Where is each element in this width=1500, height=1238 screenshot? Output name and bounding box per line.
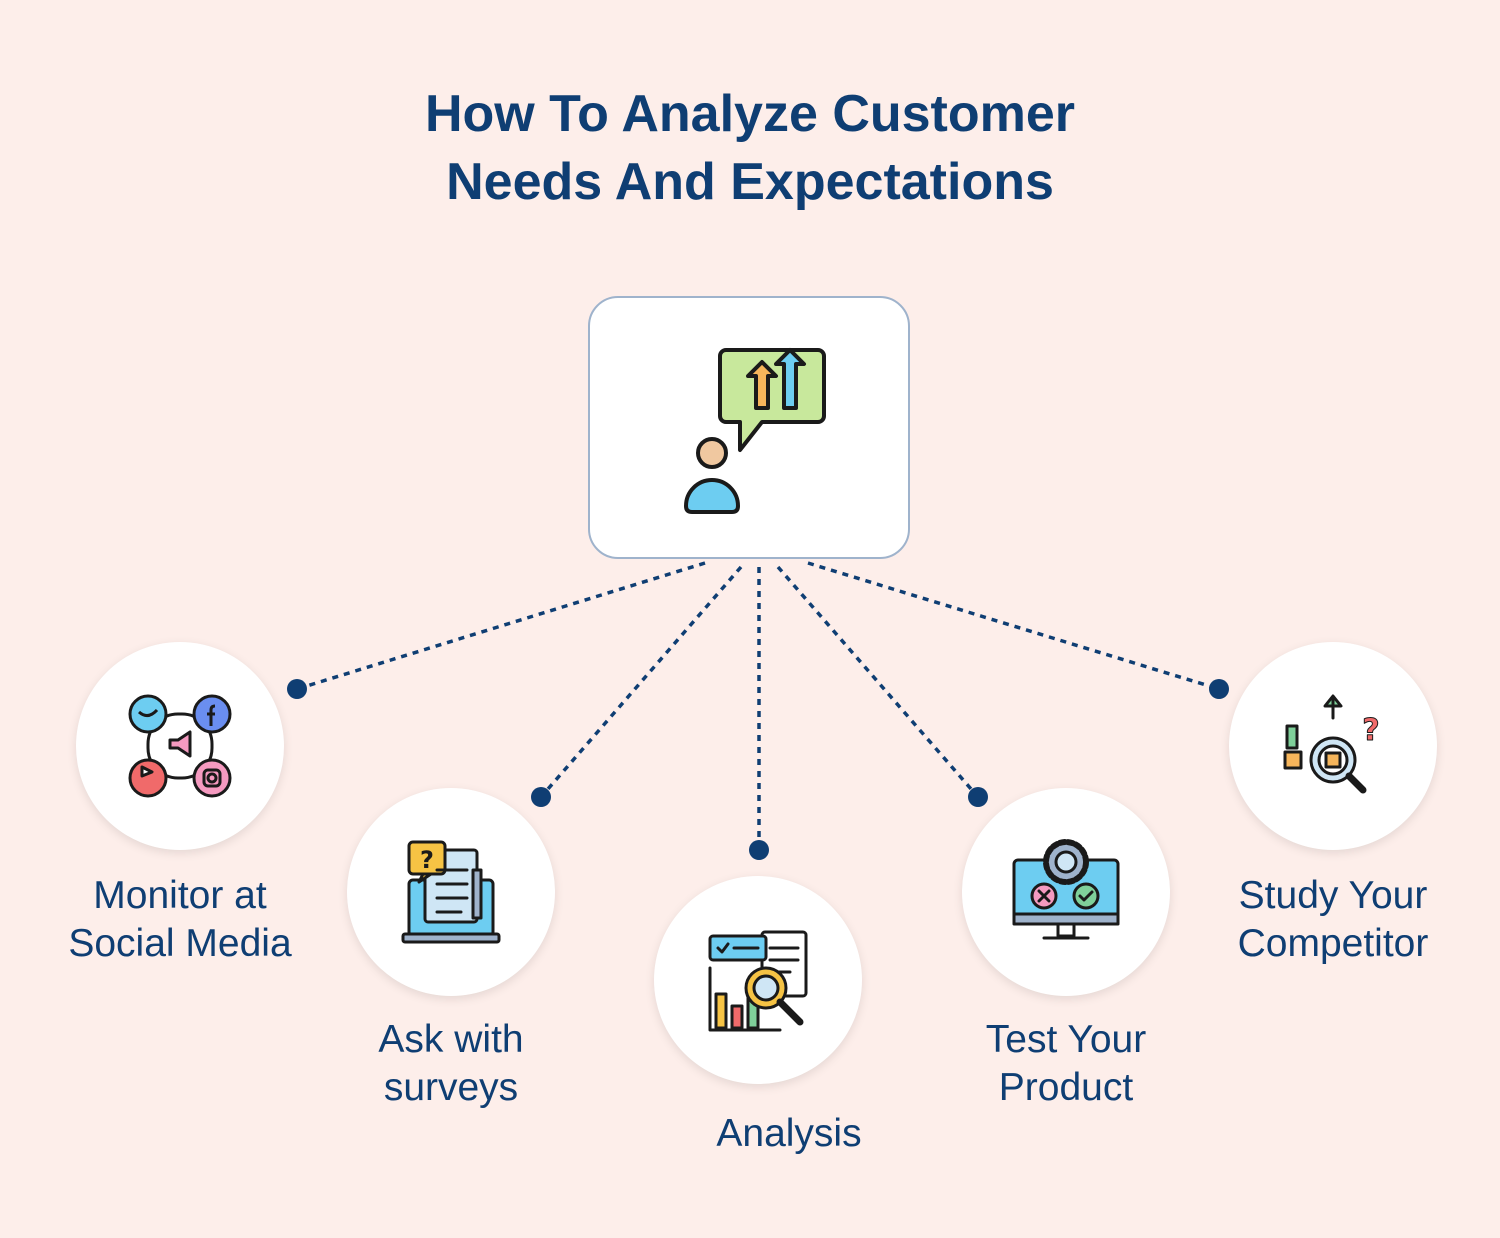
connector-product (776, 565, 980, 799)
connector-dot-competitor (1209, 679, 1229, 699)
node-study-competitor: ? (1229, 642, 1437, 850)
title-line-1: How To Analyze Customer (424, 85, 1076, 143)
title-line-2: Needs And Expectations (446, 153, 1054, 211)
node-analysis (654, 876, 862, 1084)
center-box (588, 296, 910, 559)
label-analysis: Analysis (716, 1112, 862, 1155)
connector-dot-surveys (531, 787, 551, 807)
social-media-icon (128, 694, 232, 798)
label-study-competitor: Study Your Competitor (1237, 874, 1429, 965)
svg-text:?: ? (420, 846, 434, 874)
survey-icon: ? (401, 840, 501, 944)
connector-surveys (539, 565, 743, 799)
svg-text:?: ? (1362, 713, 1379, 748)
label-surveys: Ask with surveys (378, 1018, 524, 1109)
customer-feedback-icon (684, 348, 826, 514)
connector-social (296, 561, 706, 691)
label-test-product: Test Your Product (985, 1018, 1147, 1109)
analysis-icon (708, 930, 808, 1032)
node-social-media (76, 642, 284, 850)
page-title: How To Analyze Customer Needs And Expect… (0, 80, 1500, 216)
node-test-product (962, 788, 1170, 996)
connector-dot-product (968, 787, 988, 807)
label-social-media: Monitor at Social Media (68, 874, 292, 965)
connector-dot-social (287, 679, 307, 699)
product-test-icon (1012, 839, 1120, 940)
connector-dot-analysis (749, 840, 769, 860)
node-surveys: ? (347, 788, 555, 996)
competitor-research-icon: ? (1283, 694, 1380, 794)
